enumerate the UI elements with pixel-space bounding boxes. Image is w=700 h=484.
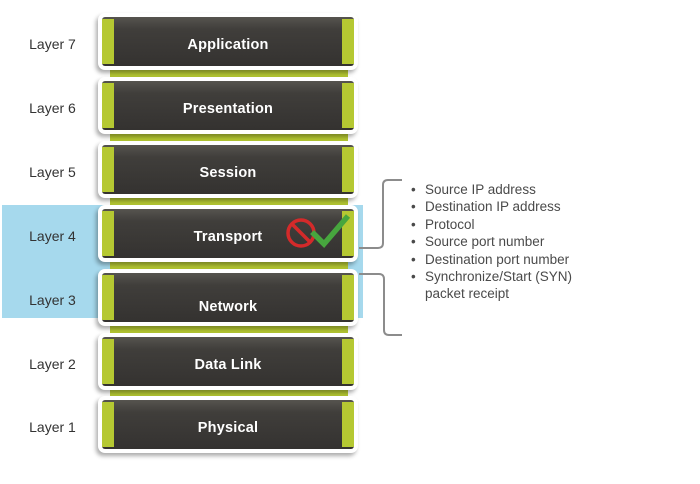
layer-box-session: Session <box>98 141 358 198</box>
callout-item: Source IP address <box>410 181 610 199</box>
green-edge-right <box>342 339 354 384</box>
callout-list: Source IP address Destination IP address… <box>410 181 610 303</box>
layer-box-face: Session <box>102 145 354 194</box>
green-edge-left <box>102 19 114 64</box>
callout-item: Protocol <box>410 216 610 234</box>
layer-label-2: Layer 2 <box>29 356 76 372</box>
layer-box-face: Presentation <box>102 81 354 130</box>
layer-label-4: Layer 4 <box>29 228 76 244</box>
layer-row: Layer 7 Application <box>0 13 700 70</box>
layer-box-title: Data Link <box>194 356 262 373</box>
green-edge-left <box>102 211 114 256</box>
layer-box-title: Transport <box>193 228 263 245</box>
layer-row: Layer 5 Session <box>0 141 700 198</box>
layer-row: Layer 3 Network <box>0 269 700 326</box>
layer-box-title: Network <box>198 298 258 315</box>
layer-label-7: Layer 7 <box>29 36 76 52</box>
layer-row: Layer 2 Data Link <box>0 333 700 390</box>
callout-item: Source port number <box>410 233 610 251</box>
layer-box-application: Application <box>98 13 358 70</box>
green-edge-right <box>342 19 354 64</box>
green-edge-left <box>102 83 114 128</box>
green-edge-left <box>102 339 114 384</box>
layer-box-presentation: Presentation <box>98 77 358 134</box>
layer-row: Layer 6 Presentation <box>0 77 700 134</box>
green-edge-right <box>342 275 354 320</box>
layer-box-network: Network <box>98 269 358 326</box>
layer-label-6: Layer 6 <box>29 100 76 116</box>
layer-box-title: Physical <box>197 419 259 436</box>
layer-row: Layer 4 Transport <box>0 205 700 262</box>
callout-item: Synchronize/Start (SYN) packet receipt <box>410 268 610 303</box>
callout-item: Destination port number <box>410 251 610 269</box>
layer-box-face: Network <box>102 273 354 322</box>
layer-box-title: Presentation <box>182 100 274 117</box>
green-edge-left <box>102 402 114 447</box>
check-icon <box>310 214 351 249</box>
green-edge-left <box>102 147 114 192</box>
layer-row: Layer 1 Physical <box>0 396 700 453</box>
layer-label-1: Layer 1 <box>29 419 76 435</box>
green-edge-right <box>342 147 354 192</box>
layer-box-face: Transport <box>102 209 354 258</box>
green-edge-right <box>342 83 354 128</box>
layer-box-face: Physical <box>102 400 354 449</box>
layer-box-physical: Physical <box>98 396 358 453</box>
transport-status-icons <box>286 214 351 249</box>
layer-box-title: Session <box>199 164 257 181</box>
layer-label-5: Layer 5 <box>29 164 76 180</box>
layer-box-face: Application <box>102 17 354 66</box>
layer-box-title: Application <box>187 36 269 53</box>
layer-box-data-link: Data Link <box>98 333 358 390</box>
layer-box-face: Data Link <box>102 337 354 386</box>
callout-item: Destination IP address <box>410 198 610 216</box>
layer-box-transport: Transport <box>98 205 358 262</box>
green-edge-right <box>342 402 354 447</box>
prohibited-icon <box>286 218 316 248</box>
layer-label-3: Layer 3 <box>29 292 76 308</box>
green-edge-left <box>102 275 114 320</box>
